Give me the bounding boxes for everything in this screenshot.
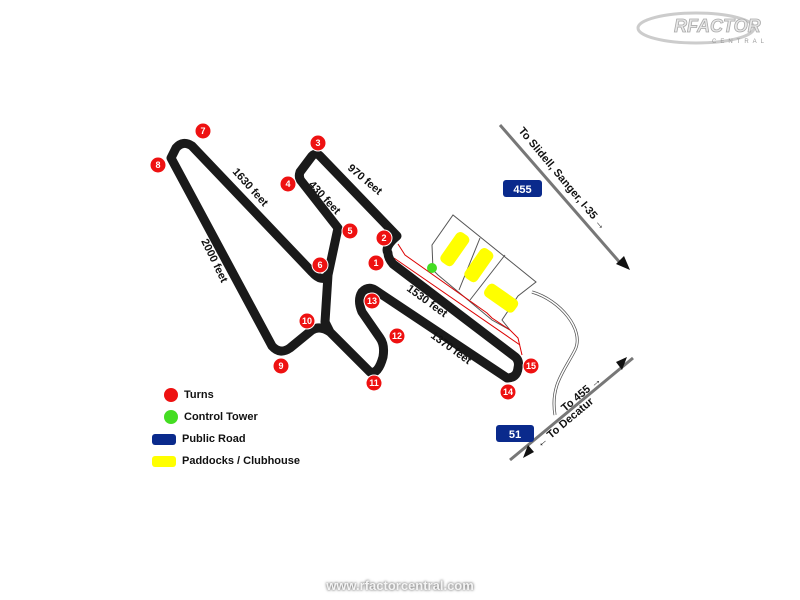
- race-track: [166, 138, 523, 383]
- turn-marker-5: 5: [341, 222, 359, 240]
- road-shield-455: 455: [503, 180, 542, 197]
- arrow-icon: [616, 256, 630, 270]
- svg-text:455: 455: [513, 184, 531, 196]
- control-tower-marker: [427, 263, 437, 273]
- footer-watermark: www.rfactorcentral.com: [326, 578, 474, 593]
- turn-swatch: [164, 388, 178, 402]
- logo-text: RFACTOR: [674, 16, 761, 36]
- turn-number: 14: [503, 387, 513, 397]
- legend-item-control-tower: Control Tower: [150, 406, 300, 428]
- turn-marker-8: 8: [149, 156, 167, 174]
- turn-number: 12: [392, 331, 402, 341]
- turn-number: 1: [373, 258, 378, 268]
- turn-number: 3: [315, 138, 320, 148]
- turn-marker-12: 12: [388, 327, 406, 345]
- road-north: [498, 124, 624, 266]
- legend-item-public-road: Public Road: [150, 428, 300, 450]
- turn-marker-4: 4: [279, 175, 297, 193]
- turn-number: 2: [381, 233, 386, 243]
- turn-marker-15: 15: [522, 357, 540, 375]
- turn-marker-6: 6: [311, 256, 329, 274]
- paddock-swatch: [152, 455, 176, 467]
- road-swatch: [152, 433, 176, 445]
- legend-item-paddocks: Paddocks / Clubhouse: [150, 450, 300, 472]
- turn-number: 9: [278, 361, 283, 371]
- turn-number: 13: [367, 296, 377, 306]
- turn-number: 10: [302, 316, 312, 326]
- turn-number: 8: [155, 160, 160, 170]
- legend-label: Control Tower: [184, 411, 258, 423]
- turn-number: 6: [317, 260, 322, 270]
- turn-marker-2: 2: [375, 229, 393, 247]
- turn-marker-9: 9: [272, 357, 290, 375]
- turn-number: 11: [369, 378, 379, 388]
- logo-subtext: CENTRAL: [712, 39, 768, 45]
- turn-marker-1: 1: [367, 254, 385, 272]
- arrow-icon: [616, 357, 627, 370]
- turn-marker-10: 10: [298, 312, 316, 330]
- road-shield-51: 51: [496, 425, 534, 442]
- legend-label: Public Road: [182, 433, 246, 445]
- road-51: [509, 356, 634, 462]
- paddocks: [440, 232, 519, 313]
- pit-lane: [397, 243, 523, 356]
- turn-marker-11: 11: [365, 374, 383, 392]
- legend: Turns Control Tower Public Road Paddocks…: [150, 384, 300, 472]
- legend-label: Paddocks / Clubhouse: [182, 455, 300, 467]
- legend-item-turns: Turns: [150, 384, 300, 406]
- turn-number: 5: [347, 226, 352, 236]
- turn-marker-14: 14: [499, 383, 517, 401]
- rfactor-central-logo: RFACTOR CENTRAL: [634, 8, 794, 46]
- turn-marker-13: 13: [363, 292, 381, 310]
- svg-text:51: 51: [509, 429, 521, 441]
- tower-swatch: [164, 410, 178, 424]
- arrow-icon: [523, 445, 534, 458]
- turn-number: 4: [285, 179, 290, 189]
- turn-number: 7: [200, 126, 205, 136]
- turn-number: 15: [526, 361, 536, 371]
- road-north-label: To Slidell, Sanger, I-35 →: [516, 125, 609, 232]
- legend-label: Turns: [184, 389, 214, 401]
- turn-marker-3: 3: [309, 134, 327, 152]
- turn-marker-7: 7: [194, 122, 212, 140]
